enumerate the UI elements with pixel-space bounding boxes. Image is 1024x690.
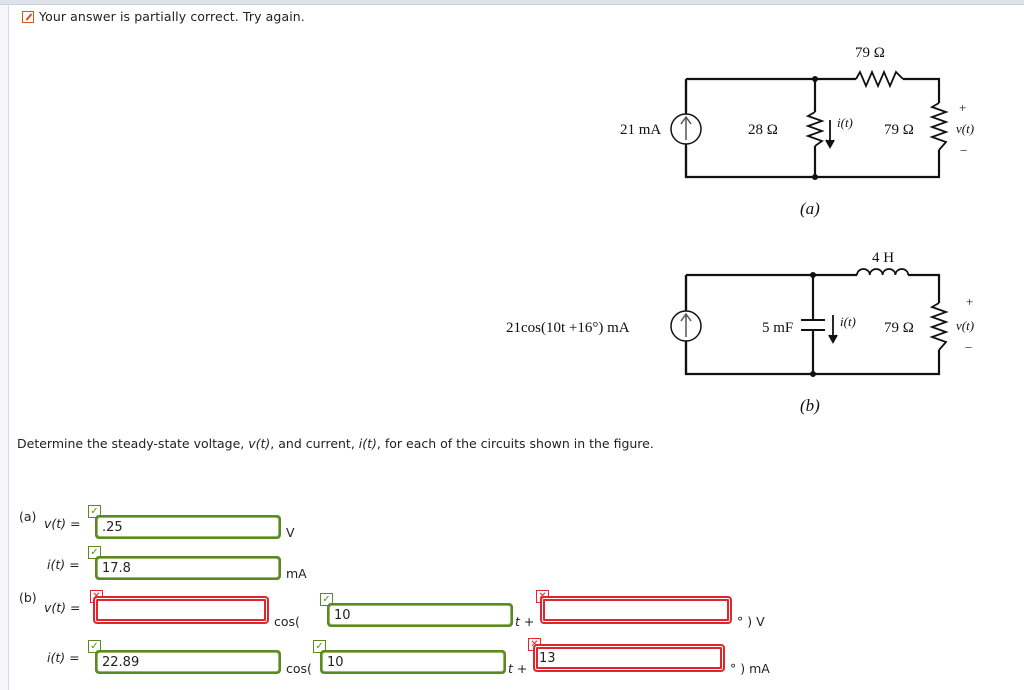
part-b-i-phase-field[interactable] [533, 644, 725, 672]
inductor-4h [856, 268, 910, 276]
capacitor-label: 5 mF [762, 320, 793, 336]
part-b-v-phase-input[interactable] [542, 598, 730, 622]
question-i: i(t) [358, 436, 377, 451]
v-label-text: v(t) = [44, 600, 81, 615]
minus-a: − [960, 143, 967, 158]
r-load-label-b: 79 Ω [884, 320, 914, 336]
arrow-up-icon [680, 312, 692, 337]
circuit-figure: 21 mA 28 Ω 79 Ω 79 Ω i(t) + v(t) − (a) 2… [506, 45, 974, 415]
part-b-i-phase-input[interactable] [535, 646, 723, 670]
part-a-i-unit: mA [286, 566, 307, 581]
question-mid: , and current, [270, 436, 359, 451]
part-b-v-phase-field[interactable] [540, 596, 732, 624]
pencil-icon [22, 10, 34, 23]
caption-a: (a) [800, 199, 820, 218]
v-label-text: v(t) = [44, 516, 81, 531]
plus-b: + [966, 294, 973, 309]
circuit-a: 21 mA 28 Ω 79 Ω 79 Ω i(t) + v(t) − (a) [620, 45, 974, 218]
question-v: v(t) [248, 436, 271, 451]
part-b-label: (b) [19, 590, 37, 605]
part-b-i-omega-field[interactable] [320, 650, 506, 674]
part-a-i-input[interactable] [98, 559, 278, 577]
part-b-v-amplitude-field[interactable] [93, 596, 269, 624]
current-label-b: i(t) [840, 314, 856, 329]
source-label-b: 21cos(10t +16°) mA [506, 320, 630, 336]
current-arrow-icon [825, 120, 835, 149]
correct-check-icon: ✓ [320, 593, 333, 606]
part-b-i-amplitude-input[interactable] [98, 653, 278, 671]
capacitor-5mf [801, 319, 825, 331]
node [810, 272, 816, 278]
inductor-label: 4 H [872, 250, 894, 266]
current-label-a: i(t) [837, 115, 853, 130]
part-a-v-input[interactable] [98, 518, 278, 536]
resistor-79-load [929, 102, 949, 151]
correct-check-icon: ✓ [313, 640, 326, 653]
voltage-label-b: v(t) [956, 318, 974, 333]
left-margin [0, 5, 8, 690]
part-a-v-unit: V [286, 525, 295, 540]
node [812, 174, 818, 180]
question-prefix: Determine the steady-state voltage, [17, 436, 249, 451]
part-b-i-unit: ° ) mA [730, 661, 770, 676]
question-suffix: , for each of the circuits shown in the … [376, 436, 654, 451]
plus-a: + [959, 100, 966, 115]
resistor-79-series [855, 69, 904, 89]
part-b-v-omega-input[interactable] [330, 606, 510, 624]
part-b-i-amplitude-field[interactable] [95, 650, 281, 674]
answer-status: Your answer is partially correct. Try ag… [22, 9, 305, 24]
part-b-v-label: v(t) = [44, 600, 81, 615]
arrow-up-icon [680, 115, 692, 140]
part-b-v-cos: cos( [274, 614, 300, 629]
part-a-i-field[interactable] [95, 556, 281, 580]
voltage-label-a: v(t) [956, 121, 974, 136]
part-b-v-amplitude-input[interactable] [95, 598, 267, 622]
node [810, 371, 816, 377]
part-a-i-label: i(t) = [47, 557, 80, 572]
part-a-v-label: v(t) = [44, 516, 81, 531]
r-load-label-a: 79 Ω [884, 122, 914, 138]
part-b-i-omega-input[interactable] [323, 653, 503, 671]
part-a-label: (a) [19, 509, 37, 524]
i-label-text: i(t) = [47, 557, 80, 572]
top-bar [0, 0, 1024, 5]
part-b-v-unit: ° ) V [737, 614, 765, 629]
part-b-v-t-plus: t + [515, 614, 535, 629]
source-label-a: 21 mA [620, 122, 661, 138]
status-message: Your answer is partially correct. Try ag… [39, 9, 305, 24]
part-b-i-label: i(t) = [47, 650, 80, 665]
question-text: Determine the steady-state voltage, v(t)… [17, 436, 654, 451]
correct-check-icon: ✓ [88, 640, 101, 653]
part-b-i-cos: cos( [286, 661, 312, 676]
node [812, 76, 818, 82]
part-b-i-t-plus: t + [508, 661, 528, 676]
part-b-v-omega-field[interactable] [327, 603, 513, 627]
r-parallel-label: 28 Ω [748, 122, 778, 138]
left-divider [8, 5, 9, 690]
resistor-28 [805, 111, 825, 147]
current-arrow-icon [828, 315, 838, 344]
r-series-label: 79 Ω [855, 45, 885, 61]
circuit-b: 21cos(10t +16°) mA 5 mF 4 H 79 Ω i(t) + … [506, 250, 974, 415]
i-label-text: i(t) = [47, 650, 80, 665]
correct-check-icon: ✓ [88, 546, 101, 559]
resistor-79-load-b [929, 302, 949, 351]
minus-b: − [965, 340, 972, 355]
caption-b: (b) [800, 396, 820, 415]
part-a-v-field[interactable] [95, 515, 281, 539]
correct-check-icon: ✓ [88, 505, 101, 518]
